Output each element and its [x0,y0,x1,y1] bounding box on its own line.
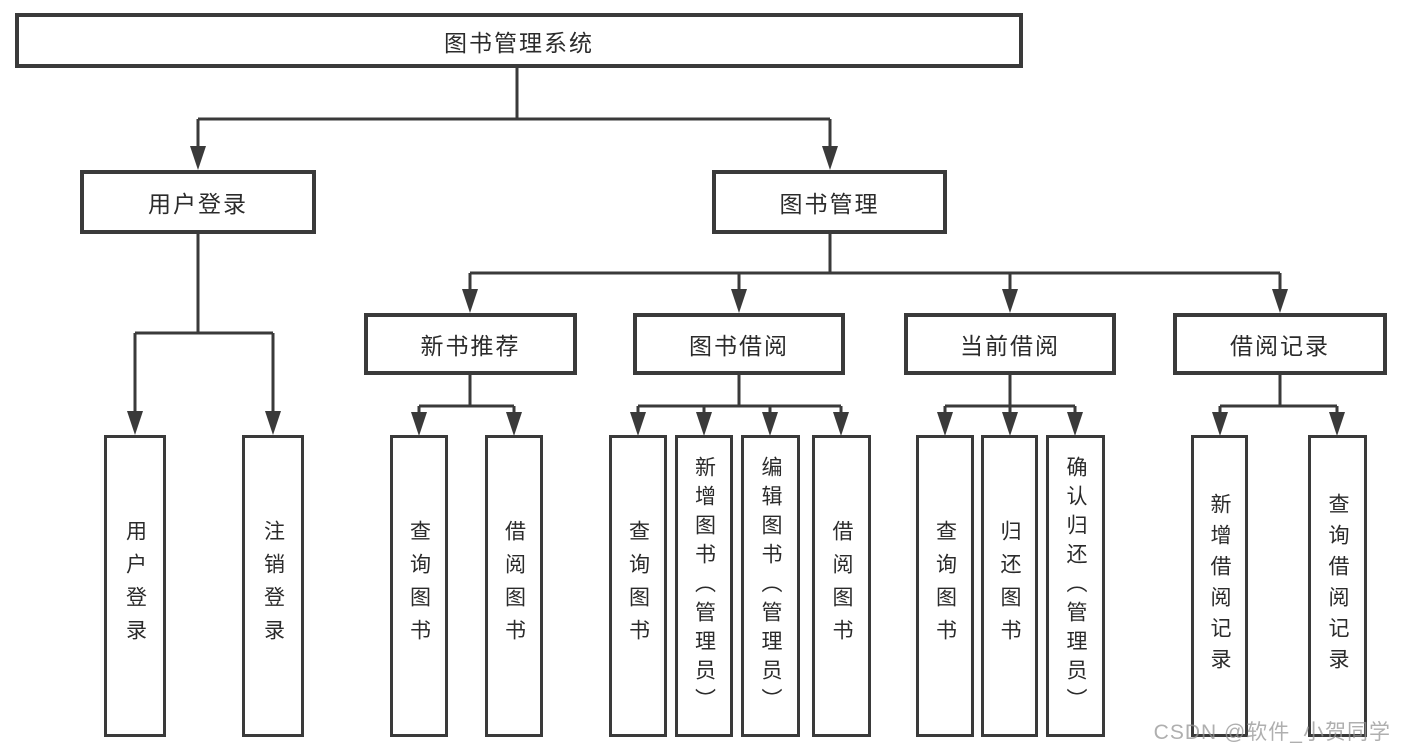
node-label: 注销登录 [261,520,285,652]
node-label: 借阅图书 [502,520,526,652]
node-label: 查询图书 [933,520,957,652]
node-root: 图书管理系统 [15,13,1023,68]
node-confirm-return-admin: 确认归还（管理员） [1046,435,1105,737]
node-label: 图书管理系统 [444,29,594,56]
node-book-borrowing: 图书借阅 [633,313,845,375]
node-return-books: 归还图书 [981,435,1038,737]
node-add-books-admin: 新增图书（管理员） [675,435,733,737]
connector-book-borrowing-children [630,375,849,436]
node-label: 借阅图书 [830,520,853,652]
node-query-books-recommend: 查询图书 [390,435,448,737]
node-label: 新增图书（管理员） [692,455,716,717]
node-label: 借阅记录 [1230,333,1330,359]
connector-new-book-children [411,375,522,436]
node-label: 查询借阅记录 [1326,493,1349,679]
node-query-books-borrowing: 查询图书 [609,435,667,737]
node-user-login: 用户登录 [80,170,316,234]
node-edit-books-admin: 编辑图书（管理员） [741,435,800,737]
node-label: 新增借阅记录 [1208,493,1231,679]
node-label: 用户登录 [148,191,248,217]
connector-user-login-children [127,233,281,435]
node-borrow-books-borrowing: 借阅图书 [812,435,871,737]
node-add-borrow-record: 新增借阅记录 [1191,435,1248,737]
watermark: CSDN @软件_小贺同学 [1153,721,1391,744]
node-current-borrowing: 当前借阅 [904,313,1116,375]
node-label: 图书借阅 [689,333,789,359]
node-label: 确认归还（管理员） [1064,455,1087,717]
connector-borrowing-records-children [1212,375,1345,436]
node-borrow-books-recommend: 借阅图书 [485,435,543,737]
node-label: 查询图书 [407,520,431,652]
node-logout-action: 注销登录 [242,435,304,737]
node-borrowing-records: 借阅记录 [1173,313,1387,375]
node-label: 查询图书 [626,520,650,652]
node-user-login-action: 用户登录 [104,435,166,737]
connector-current-borrowing-children [937,375,1083,436]
node-new-book-recommendation: 新书推荐 [364,313,577,375]
connector-book-management-children [462,234,1288,313]
node-query-books-current: 查询图书 [916,435,974,737]
node-label: 用户登录 [123,520,147,652]
node-query-borrow-record: 查询借阅记录 [1308,435,1367,737]
node-label: 归还图书 [998,520,1021,652]
node-label: 图书管理 [779,191,880,217]
node-book-management: 图书管理 [712,170,947,234]
node-label: 新书推荐 [420,333,521,359]
node-label: 当前借阅 [960,333,1060,359]
connector-root-to-level2 [190,68,838,170]
node-label: 编辑图书（管理员） [759,455,782,717]
